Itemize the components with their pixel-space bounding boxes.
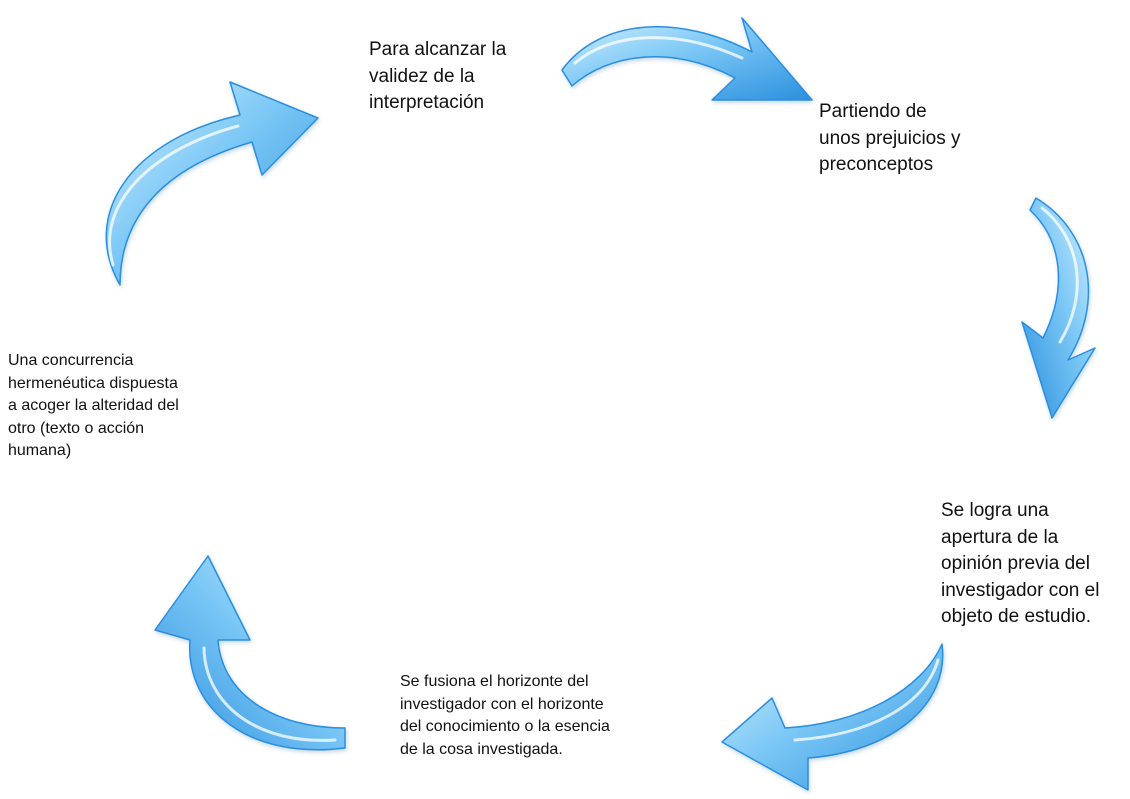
step-line: objeto de estudio.: [941, 606, 1092, 627]
step-line: interpretación: [369, 92, 485, 113]
step-line: opinión previa del: [941, 553, 1090, 574]
curved-arrow-icon: [105, 81, 319, 286]
step-line: a acoger la alteridad del: [8, 397, 179, 414]
step-line: Se logra una: [941, 500, 1049, 521]
step-line: apertura de la: [941, 526, 1059, 548]
step-line: preconceptos: [819, 154, 934, 175]
step-line: hermenéutica dispuesta: [8, 374, 178, 392]
curved-arrow-icon: [1021, 197, 1096, 419]
step-text-left: Una concurrencia hermenéutica dispuesta …: [8, 350, 179, 463]
curved-arrow-icon: [721, 643, 944, 791]
step-line: humana): [8, 442, 72, 459]
step-line: Una concurrencia: [8, 352, 134, 369]
step-line: validez de la: [369, 65, 475, 87]
step-text-bottom-right: Se logra una apertura de la opinión prev…: [941, 498, 1099, 631]
step-line: Partiendo de: [819, 101, 927, 122]
step-line: del conocimiento o la esencia: [400, 718, 610, 735]
step-line: investigador con el: [941, 579, 1100, 601]
step-text-right: Partiendo de unos prejuicios y preconcep…: [819, 99, 961, 179]
step-line: unos prejuicios y: [819, 127, 961, 149]
step-line: otro (texto o acción: [8, 419, 145, 437]
step-text-top: Para alcanzar la validez de la interpret…: [369, 37, 506, 117]
step-line: Para alcanzar la: [369, 39, 507, 60]
step-line: de la cosa investigada.: [400, 740, 563, 758]
curved-arrow-icon: [561, 17, 813, 101]
step-text-bottom: Se fusiona el horizonte del investigador…: [400, 671, 610, 761]
step-line: Se fusiona el horizonte del: [400, 673, 589, 690]
curved-arrow-icon: [154, 555, 346, 751]
step-line: investigador con el horizonte: [400, 695, 604, 713]
